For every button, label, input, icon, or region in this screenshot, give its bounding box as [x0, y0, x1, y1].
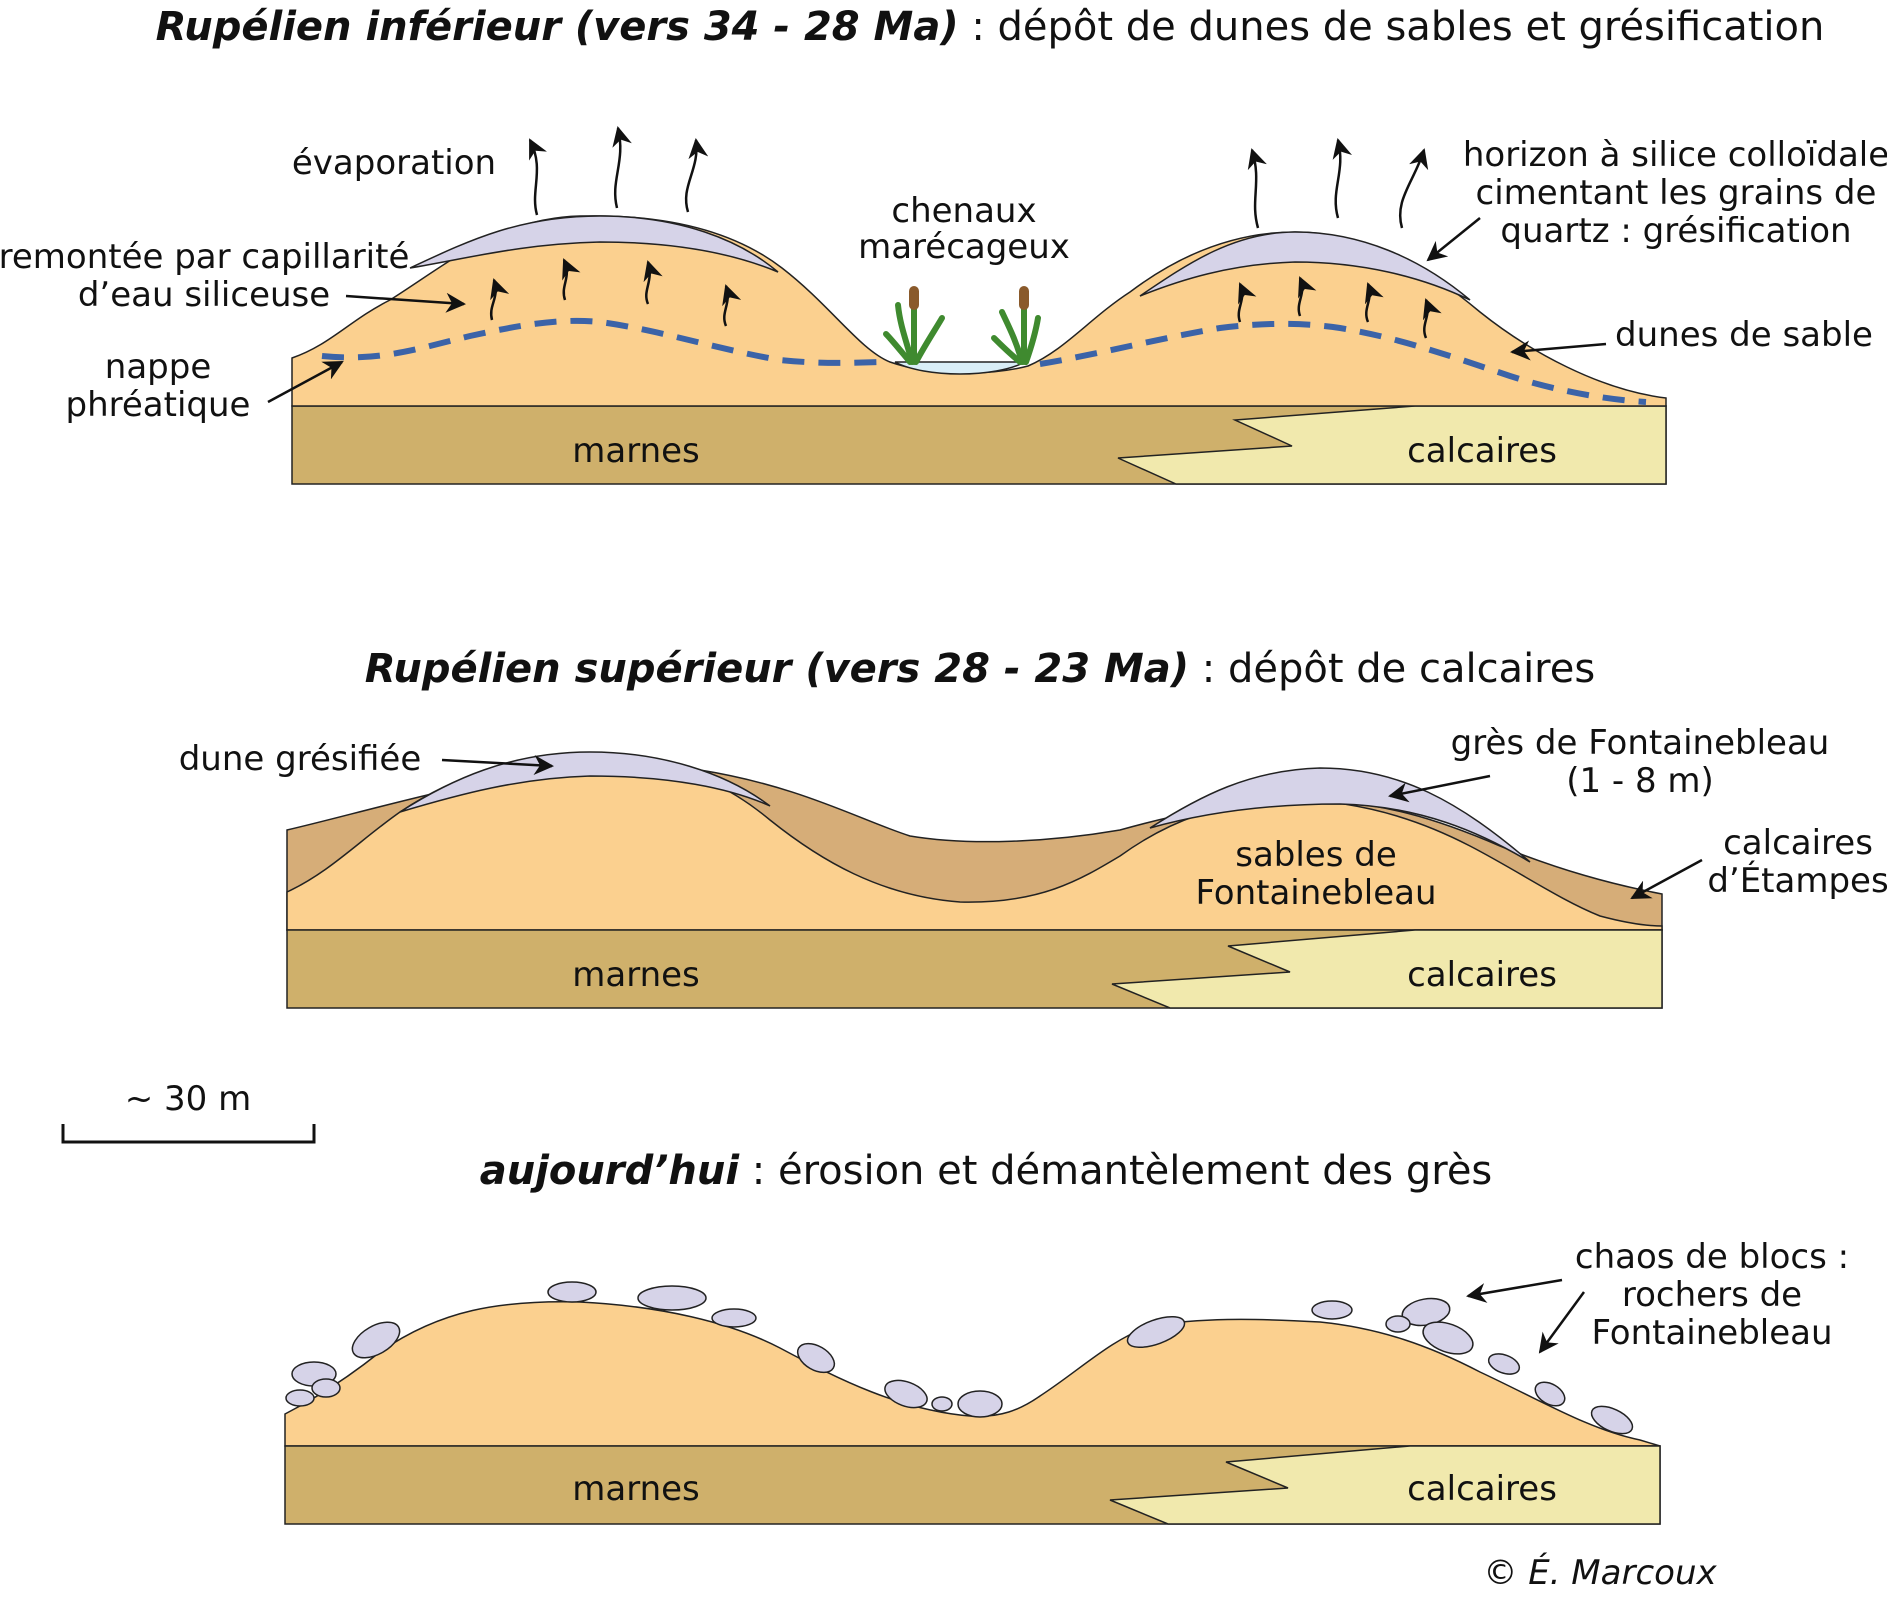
blocks-pointer-2 [1538, 1291, 1586, 1354]
marls-label-2: marnes [572, 955, 700, 995]
limestones-label-2: calcaires [1407, 955, 1557, 995]
marls-label-3: marnes [572, 1469, 700, 1509]
blocks-label-line-1: chaos de blocs : [1575, 1237, 1849, 1277]
sandstone-label-line-1: grès de Fontainebleau [1451, 723, 1830, 763]
cattail-right-icon [1019, 286, 1029, 310]
capillarity-pointer [345, 292, 466, 313]
panel-3-title-bold: aujourd’hui [480, 1148, 741, 1194]
panel-1-title-rest: : dépôt de dunes de sables et grésificat… [959, 4, 1825, 50]
silica-horizon-label-line-1: horizon à silice colloïdale [1463, 135, 1887, 175]
silicified-dune-label: dune grésifiée [179, 739, 422, 779]
blocks-pointer-1 [1466, 1278, 1563, 1303]
silica-horizon-label-line-2: cimentant les grains de [1476, 173, 1877, 213]
panel-3: aujourd’hui : érosion et démantèlement d… [284, 1148, 1849, 1525]
sand-dunes-3 [284, 1301, 1661, 1447]
cattail-left-icon [909, 286, 919, 310]
sandstone-label-line-2: (1 - 8 m) [1566, 761, 1714, 801]
panel-1: Rupélien inférieur (vers 34 - 28 Ma) : d… [0, 4, 1887, 485]
author-credit: © É. Marcoux [1483, 1552, 1717, 1593]
scale-label: ~ 30 m [125, 1079, 252, 1119]
sandstone-blocks [285, 1281, 1634, 1435]
water-table-line [321, 317, 1647, 405]
limestone-layer-3 [1109, 1445, 1661, 1525]
capillary-arrows [489, 258, 1442, 339]
blocks-label-line-3: Fontainebleau [1591, 1313, 1832, 1353]
sandstone-pointer [1388, 774, 1491, 803]
silicified-dune-pointer [441, 755, 554, 776]
silica-horizon-label-line-3: quartz : grésification [1500, 211, 1851, 251]
panel-3-title-rest: : érosion et démantèlement des grès [739, 1148, 1492, 1194]
panel-2-title-bold: Rupélien supérieur (vers 28 - 23 Ma) [365, 646, 1189, 692]
sand-dunes-pointer [1510, 340, 1607, 361]
etampes-pointer [1630, 858, 1703, 900]
capillarity-label-line-2: d’eau siliceuse [78, 275, 330, 315]
limestones-label-1: calcaires [1407, 431, 1557, 471]
limestone-layer-1 [1117, 405, 1667, 485]
blocks-label-line-2: rochers de [1622, 1275, 1802, 1315]
channels-label-line-1: chenaux [891, 191, 1036, 231]
panel-1-title-bold: Rupélien inférieur (vers 34 - 28 Ma) [156, 4, 959, 50]
marls-label-1: marnes [572, 431, 700, 471]
sands-label-line-1: sables de [1235, 835, 1397, 875]
silicified-dune-left [399, 751, 771, 813]
silica-horizon-right [1139, 231, 1471, 301]
limestone-layer-2 [1111, 929, 1663, 1009]
reeds-right [991, 297, 1041, 365]
etampes-label-line-1: calcaires [1723, 823, 1873, 863]
water-table-pointer [267, 360, 344, 404]
reeds-left [883, 297, 945, 365]
etampes-label-line-2: d’Étampes [1707, 860, 1887, 901]
evaporation-label: évaporation [292, 143, 496, 183]
evaporation-arrows [528, 126, 1429, 229]
silicified-dune-right [1149, 767, 1531, 863]
sand-dunes-label: dunes de sable [1615, 315, 1873, 355]
panel-3-title: aujourd’hui : érosion et démantèlement d… [480, 1148, 1493, 1194]
sands-label-line-2: Fontainebleau [1195, 873, 1436, 913]
water-table-label-line-1: nappe [105, 347, 211, 387]
channels-label-line-2: marécageux [858, 227, 1070, 267]
scale-bar: ~ 30 m [61, 1079, 316, 1144]
silica-horizon-left [409, 215, 779, 273]
panel-2-title-rest: : dépôt de calcaires [1189, 646, 1595, 692]
silica-horizon-pointer [1426, 217, 1481, 262]
capillarity-label-line-1: remontée par capillarité [0, 237, 409, 277]
panel-2-title: Rupélien supérieur (vers 28 - 23 Ma) : d… [365, 646, 1595, 692]
panel-2: Rupélien supérieur (vers 28 - 23 Ma) : d… [179, 646, 1887, 1009]
water-table-label-line-2: phréatique [66, 385, 251, 425]
limestones-label-3: calcaires [1407, 1469, 1557, 1509]
panel-1-title: Rupélien inférieur (vers 34 - 28 Ma) : d… [156, 4, 1825, 50]
